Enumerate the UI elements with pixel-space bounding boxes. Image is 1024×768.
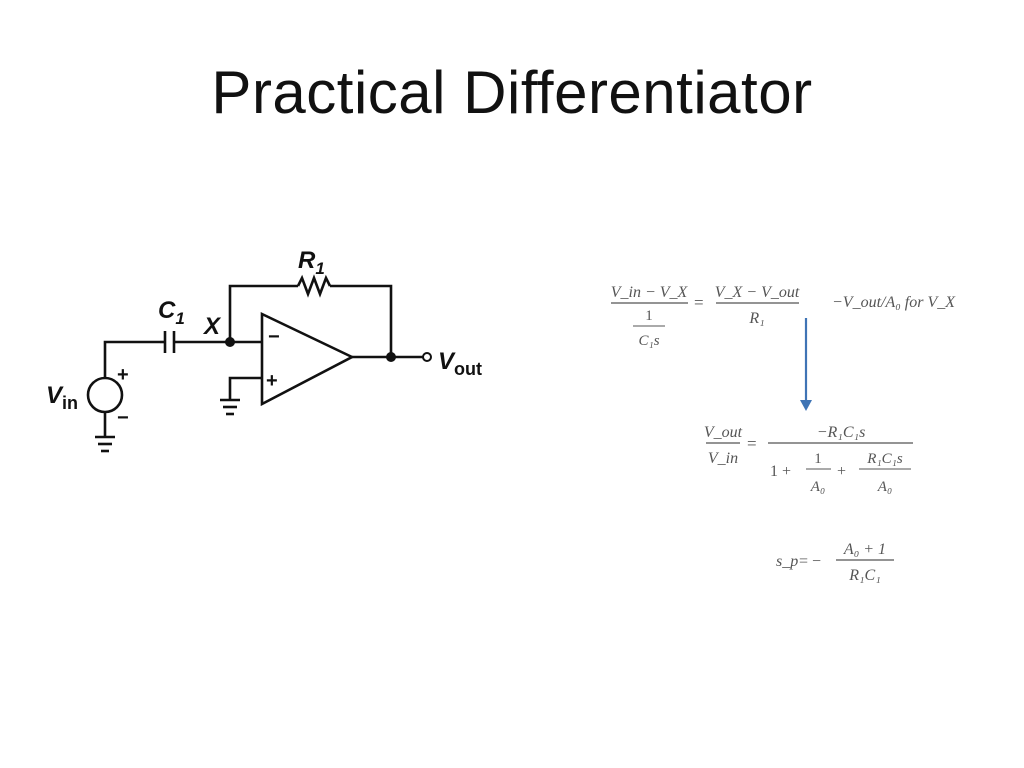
opamp-plus-sign: + bbox=[266, 370, 278, 392]
capacitor-c1-symbol bbox=[163, 331, 176, 353]
eq3-lhs: s_p bbox=[776, 553, 798, 570]
output-label: Vout bbox=[438, 348, 482, 379]
eq2-den-frac2-num: R₁C₁s bbox=[866, 451, 903, 467]
equation-pole: s_p = − A₀ + 1 R₁C₁ bbox=[776, 541, 894, 584]
eq1-note: −V_out/A₀ for V_X bbox=[832, 294, 956, 311]
eq2-den-frac1-num: 1 bbox=[814, 451, 822, 467]
eq3-numerator: A₀ + 1 bbox=[843, 541, 886, 558]
eq1-rhs-denominator: R₁ bbox=[748, 310, 764, 327]
ground-icon bbox=[95, 435, 115, 453]
capacitor-label: C1 bbox=[158, 297, 185, 328]
node-x-dot bbox=[225, 337, 235, 347]
equation-node-x: V_in − V_X 1 C₁s = V_X − V_out R₁ −V_out… bbox=[611, 284, 957, 349]
ground-icon bbox=[220, 398, 240, 416]
eq2-equals: = bbox=[747, 434, 757, 453]
source-wire-top bbox=[103, 340, 160, 378]
feedback-wire-right bbox=[330, 284, 393, 357]
differentiator-circuit bbox=[86, 274, 432, 453]
node-x-label: X bbox=[202, 313, 222, 340]
source-label: Vin bbox=[46, 382, 78, 413]
eq2-den-plus: + bbox=[837, 463, 846, 480]
eq2-rhs-numerator: −R₁C₁s bbox=[817, 424, 866, 441]
source-minus-sign: − bbox=[117, 407, 129, 429]
slide-title: Practical Differentiator bbox=[211, 59, 813, 126]
eq1-lhs-den-numerator: 1 bbox=[645, 308, 653, 324]
plus-input-wire bbox=[228, 376, 262, 400]
output-node-dot bbox=[386, 352, 396, 362]
opamp-minus-sign: − bbox=[268, 326, 280, 348]
opamp-symbol bbox=[260, 311, 355, 407]
eq1-lhs-den-denominator: C₁s bbox=[638, 333, 659, 349]
output-terminal bbox=[422, 352, 432, 362]
feedback-wire-left bbox=[228, 284, 298, 342]
eq1-equals: = bbox=[694, 293, 704, 312]
resistor-label: R1 bbox=[298, 247, 325, 278]
source-plus-sign: + bbox=[117, 364, 129, 386]
eq2-den-frac2-den: A₀ bbox=[877, 479, 892, 495]
eq2-den-frac1-den: A₀ bbox=[810, 479, 825, 495]
eq2-den-term1: 1 + bbox=[770, 463, 791, 480]
eq2-lhs-numerator: V_out bbox=[704, 424, 743, 441]
down-arrow-icon bbox=[800, 318, 812, 411]
equation-transfer-function: V_out V_in = −R₁C₁s 1 + 1 A₀ + R₁C₁s A₀ bbox=[704, 424, 913, 495]
eq2-lhs-denominator: V_in bbox=[708, 450, 738, 467]
resistor-r1-symbol bbox=[296, 274, 332, 298]
eq1-rhs-numerator: V_X − V_out bbox=[715, 284, 800, 301]
eq1-lhs-numerator: V_in − V_X bbox=[611, 284, 689, 301]
eq3-equals: = − bbox=[799, 553, 821, 570]
eq3-denominator: R₁C₁ bbox=[848, 567, 881, 584]
